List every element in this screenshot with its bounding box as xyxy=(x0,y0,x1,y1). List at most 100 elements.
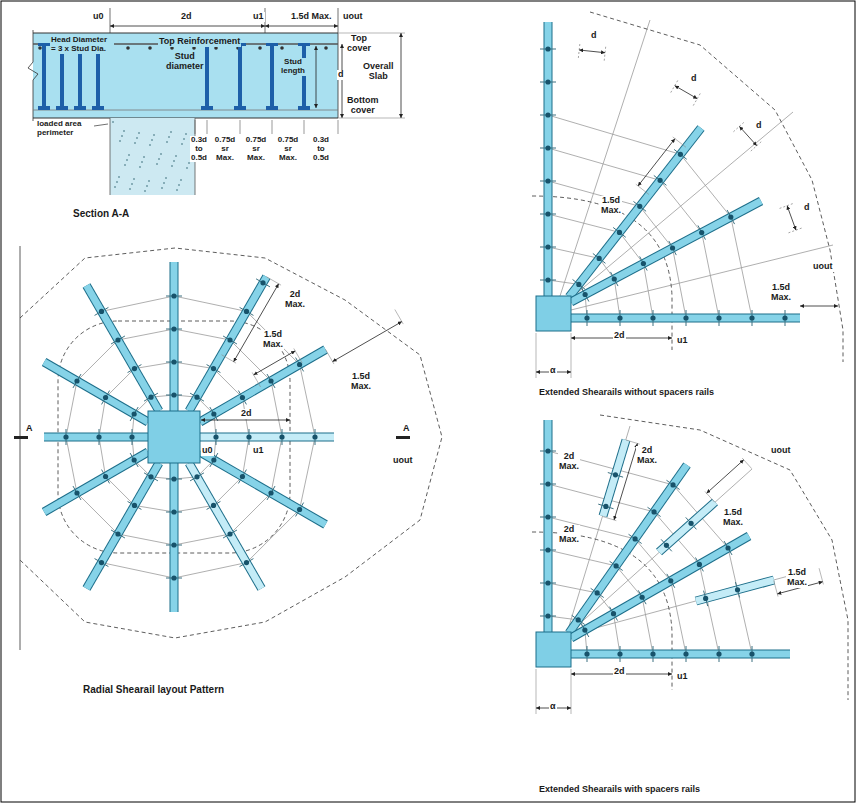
perimeter-line xyxy=(548,214,619,232)
aggregate-dot xyxy=(163,182,165,184)
dimension-arrow xyxy=(787,206,796,230)
stud xyxy=(194,474,199,479)
stud xyxy=(238,46,242,106)
shear-rail xyxy=(189,277,266,411)
aggregate-dot xyxy=(158,158,160,160)
dimension-arrow xyxy=(316,46,317,108)
dimension-label: α xyxy=(549,366,557,376)
stud-head xyxy=(130,453,138,467)
aggregate-dot xyxy=(112,121,114,123)
stud xyxy=(268,490,273,495)
dimension-arrow xyxy=(401,33,402,118)
stud-head xyxy=(95,559,109,567)
extension-line xyxy=(338,118,405,119)
shear-rail xyxy=(544,22,553,296)
perimeter-line xyxy=(214,369,243,398)
dimension-label: 0.75d sr Max. xyxy=(214,136,236,162)
dimension-label: u1 xyxy=(252,12,265,22)
shear-rail xyxy=(603,440,626,516)
extension-line xyxy=(326,350,334,365)
stud xyxy=(583,292,588,297)
stud-head xyxy=(613,227,626,237)
stud xyxy=(597,256,602,261)
stud xyxy=(545,448,550,453)
stud xyxy=(545,79,550,84)
aggregate-dot xyxy=(175,155,177,157)
stud xyxy=(545,46,550,51)
stud xyxy=(651,509,656,514)
slab-edge xyxy=(33,33,338,34)
dimension-label: 0.3d to 0.5d xyxy=(312,136,330,162)
stud xyxy=(683,315,688,320)
stud xyxy=(545,112,550,117)
perimeter-line xyxy=(671,581,686,654)
figure-caption: Extended Shearails without spacers rails xyxy=(538,388,715,398)
dimension-label: Stud diameter xyxy=(165,52,205,72)
dimension-label: uout xyxy=(770,446,792,456)
perimeter-line xyxy=(271,437,282,493)
stud-head xyxy=(144,473,158,481)
stud xyxy=(545,514,550,519)
extension-line xyxy=(536,333,537,378)
stud xyxy=(640,595,645,600)
dimension-label: Bottom cover xyxy=(346,96,380,116)
dimension-label: α xyxy=(549,702,557,712)
stud xyxy=(244,309,249,314)
perimeter-line xyxy=(300,364,315,437)
stud xyxy=(103,395,108,400)
stud xyxy=(132,457,137,462)
dimension-label: Overall Slab xyxy=(362,62,395,82)
dimension-label: 2d Max. xyxy=(558,525,580,545)
perimeter-line xyxy=(728,548,752,654)
stud xyxy=(132,366,137,371)
extension-line xyxy=(338,120,339,134)
loaded-area xyxy=(536,296,571,331)
stud xyxy=(545,481,550,486)
stud xyxy=(74,378,79,383)
aggregate-dot xyxy=(136,137,138,139)
section-mark xyxy=(14,436,28,439)
stud xyxy=(240,395,245,400)
stud xyxy=(129,434,134,439)
stud-head xyxy=(73,374,81,388)
stud xyxy=(603,504,608,509)
stud-head xyxy=(111,530,125,538)
stud xyxy=(584,315,589,320)
stud xyxy=(211,411,216,416)
stud xyxy=(194,395,199,400)
stud xyxy=(96,46,100,106)
stud-head xyxy=(267,374,275,388)
stud-head xyxy=(267,486,275,500)
extension-line xyxy=(571,333,572,378)
aggregate-dot xyxy=(181,143,183,145)
stud-head xyxy=(238,470,246,484)
stud xyxy=(211,366,216,371)
stud-base xyxy=(38,106,50,110)
stud-head xyxy=(223,530,237,538)
extension-line xyxy=(267,277,282,285)
aggregate-dot xyxy=(121,135,123,137)
stud xyxy=(60,46,64,106)
perimeter-line xyxy=(635,539,671,581)
aggregate-dot xyxy=(131,183,133,185)
stud xyxy=(725,545,730,550)
dimension-arrow xyxy=(675,86,698,99)
aggregate-dot xyxy=(141,161,143,163)
stud-head xyxy=(73,486,81,500)
stud-head xyxy=(591,588,604,597)
extension-line xyxy=(571,669,572,714)
perimeter-line xyxy=(247,311,300,364)
stud-head xyxy=(128,501,142,509)
stud xyxy=(617,315,622,320)
column xyxy=(110,118,195,195)
aggregate-dot xyxy=(126,159,128,161)
dimension-label: A xyxy=(25,424,34,434)
stud xyxy=(260,280,265,285)
dimension-label: 2d Max. xyxy=(284,290,306,310)
stud xyxy=(171,392,176,397)
perimeter-line xyxy=(643,264,653,318)
perimeter-line xyxy=(106,369,135,398)
stud xyxy=(716,651,721,656)
stud xyxy=(132,503,137,508)
perimeter-line xyxy=(300,437,315,510)
